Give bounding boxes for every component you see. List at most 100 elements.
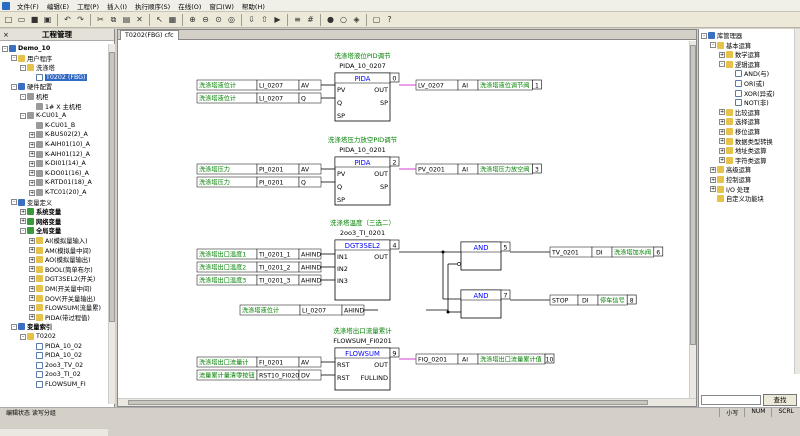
project-tree-item[interactable]: 2oo3_TV_02 xyxy=(0,361,83,370)
project-tree-item[interactable]: +K-RTD01(18)_A xyxy=(0,178,92,187)
copy-icon[interactable]: ⧉ xyxy=(110,14,117,24)
project-tree-item[interactable]: FLOWSUM_FI xyxy=(0,380,86,389)
expand-icon[interactable]: + xyxy=(719,128,725,135)
new-file-icon[interactable]: □ xyxy=(4,14,13,24)
search-button[interactable]: 查找 xyxy=(763,394,797,406)
project-tree-item[interactable]: 1# X 主机柜 xyxy=(0,102,82,111)
library-tree-item[interactable]: +移位运算 xyxy=(699,127,760,136)
save-icon[interactable]: ■ xyxy=(30,14,39,24)
expand-icon[interactable]: + xyxy=(29,304,35,311)
menu-item-6[interactable]: 窗口(W) xyxy=(209,2,234,11)
project-tree-item[interactable]: K-CU01_B xyxy=(0,121,75,130)
project-tree-item[interactable]: +AI(模拟量输入) xyxy=(0,236,88,245)
redo-icon[interactable]: ↷ xyxy=(77,14,84,24)
library-tree-item[interactable]: +选择运算 xyxy=(699,117,760,126)
expand-icon[interactable]: + xyxy=(29,285,35,292)
help-icon[interactable]: ? xyxy=(387,14,392,24)
library-search-input[interactable] xyxy=(701,395,761,405)
offline-icon[interactable]: ○ xyxy=(340,14,347,24)
zoom-area-icon[interactable]: ◎ xyxy=(228,14,235,24)
library-tree-item[interactable]: +高级运算 xyxy=(699,165,751,174)
project-tree-item[interactable]: +AO(模拟量输出) xyxy=(0,255,91,264)
project-tree-item[interactable]: -全局变量 xyxy=(0,226,61,235)
left-vertical-scrollbar[interactable] xyxy=(108,44,115,404)
menu-item-3[interactable]: 插入(I) xyxy=(107,2,127,11)
expand-icon[interactable]: + xyxy=(719,109,725,116)
menu-item-1[interactable]: 编辑(E) xyxy=(46,2,69,11)
menu-item-0[interactable]: 文件(F) xyxy=(17,2,39,11)
expand-icon[interactable]: + xyxy=(29,189,35,196)
menu-item-7[interactable]: 帮助(H) xyxy=(241,2,265,11)
library-tree-item[interactable]: AND(与) xyxy=(699,69,769,78)
project-tree-item[interactable]: +PIDA(带过程值) xyxy=(0,313,90,322)
window-icon[interactable]: ▢ xyxy=(372,14,381,24)
project-tree-item[interactable]: -变量索引 xyxy=(0,322,52,331)
collapse-icon[interactable]: - xyxy=(701,32,707,39)
library-tree-item[interactable]: NOT(非) xyxy=(699,98,769,107)
library-tree-item[interactable]: +数学运算 xyxy=(699,50,760,59)
align-icon[interactable]: ≡ xyxy=(294,14,301,24)
zoom-out-icon[interactable]: ⊖ xyxy=(202,14,209,24)
collapse-icon[interactable]: - xyxy=(11,83,17,90)
menu-item-5[interactable]: 在线(O) xyxy=(178,2,202,11)
project-tree-item[interactable]: -机柜 xyxy=(0,92,49,101)
project-tree-item[interactable]: -用户程序 xyxy=(0,54,52,63)
collapse-icon[interactable]: - xyxy=(719,61,725,68)
library-tree-item[interactable]: OR(或) xyxy=(699,79,765,88)
expand-icon[interactable]: + xyxy=(710,166,716,173)
project-tree-item[interactable]: -K-CU01_A xyxy=(0,111,66,120)
expand-icon[interactable]: + xyxy=(719,138,725,145)
expand-icon[interactable]: + xyxy=(20,218,26,225)
library-tree-item[interactable]: +比较运算 xyxy=(699,108,760,117)
expand-icon[interactable]: + xyxy=(719,51,725,58)
project-tree-item[interactable]: +K-BUS02(2)_A xyxy=(0,130,88,139)
save-all-icon[interactable]: ▣ xyxy=(43,14,52,24)
expand-icon[interactable]: + xyxy=(719,157,725,164)
library-tree-item[interactable]: +地址类运算 xyxy=(699,146,766,155)
left-horizontal-scrollbar[interactable] xyxy=(0,428,108,436)
collapse-icon[interactable]: - xyxy=(20,227,26,234)
collapse-icon[interactable]: - xyxy=(710,42,716,49)
project-tree-item[interactable]: PIDA_10_02 xyxy=(0,342,82,351)
library-tree-item[interactable]: XOR(异或) xyxy=(699,89,775,98)
collapse-icon[interactable]: - xyxy=(20,93,26,100)
menu-item-4[interactable]: 执行顺序(S) xyxy=(135,2,171,11)
canvas-horizontal-scrollbar[interactable] xyxy=(118,398,696,406)
collapse-icon[interactable]: - xyxy=(20,64,26,71)
expand-icon[interactable]: + xyxy=(29,295,35,302)
library-tree-item[interactable]: -基本运算 xyxy=(699,41,751,50)
project-tree-item[interactable]: +DOV(开关量输出) xyxy=(0,294,95,303)
zoom-fit-icon[interactable]: ⊙ xyxy=(215,14,222,24)
expand-icon[interactable]: + xyxy=(29,237,35,244)
select-icon[interactable]: ↖ xyxy=(156,14,163,24)
cut-icon[interactable]: ✂ xyxy=(97,14,104,24)
project-tree-item[interactable]: +网络变量 xyxy=(0,217,61,226)
expand-icon[interactable]: + xyxy=(29,141,35,148)
library-tree-item[interactable]: -库管理器 xyxy=(699,31,742,40)
library-tree-item[interactable]: 自定义功能块 xyxy=(699,194,764,203)
upload-icon[interactable]: ⇧ xyxy=(261,14,268,24)
zoom-in-icon[interactable]: ⊕ xyxy=(189,14,196,24)
expand-icon[interactable]: + xyxy=(29,256,35,263)
library-tree-item[interactable]: -逻辑运算 xyxy=(699,60,760,69)
project-tree-item[interactable]: -T0202 xyxy=(0,332,56,341)
expand-icon[interactable]: + xyxy=(29,179,35,186)
expand-icon[interactable]: + xyxy=(29,160,35,167)
library-tree-item[interactable]: +控制运算 xyxy=(699,175,751,184)
download-icon[interactable]: ⇩ xyxy=(248,14,255,24)
project-tree-item[interactable]: +K-AIH01(12)_A xyxy=(0,150,90,159)
expand-icon[interactable]: + xyxy=(29,151,35,158)
undo-icon[interactable]: ↶ xyxy=(64,14,71,24)
library-tree-item[interactable]: +字符类运算 xyxy=(699,156,766,165)
library-tree-item[interactable]: +数据类型转换 xyxy=(699,137,773,146)
canvas-vertical-scrollbar[interactable] xyxy=(689,41,696,398)
expand-icon[interactable]: + xyxy=(710,176,716,183)
project-tree-item[interactable]: +DM(开关量中间) xyxy=(0,284,92,293)
close-pane-icon[interactable]: × xyxy=(3,30,9,39)
expand-icon[interactable]: + xyxy=(29,266,35,273)
expand-icon[interactable]: + xyxy=(20,208,26,215)
project-tree-item[interactable]: PIDA_10_02 xyxy=(0,351,82,360)
